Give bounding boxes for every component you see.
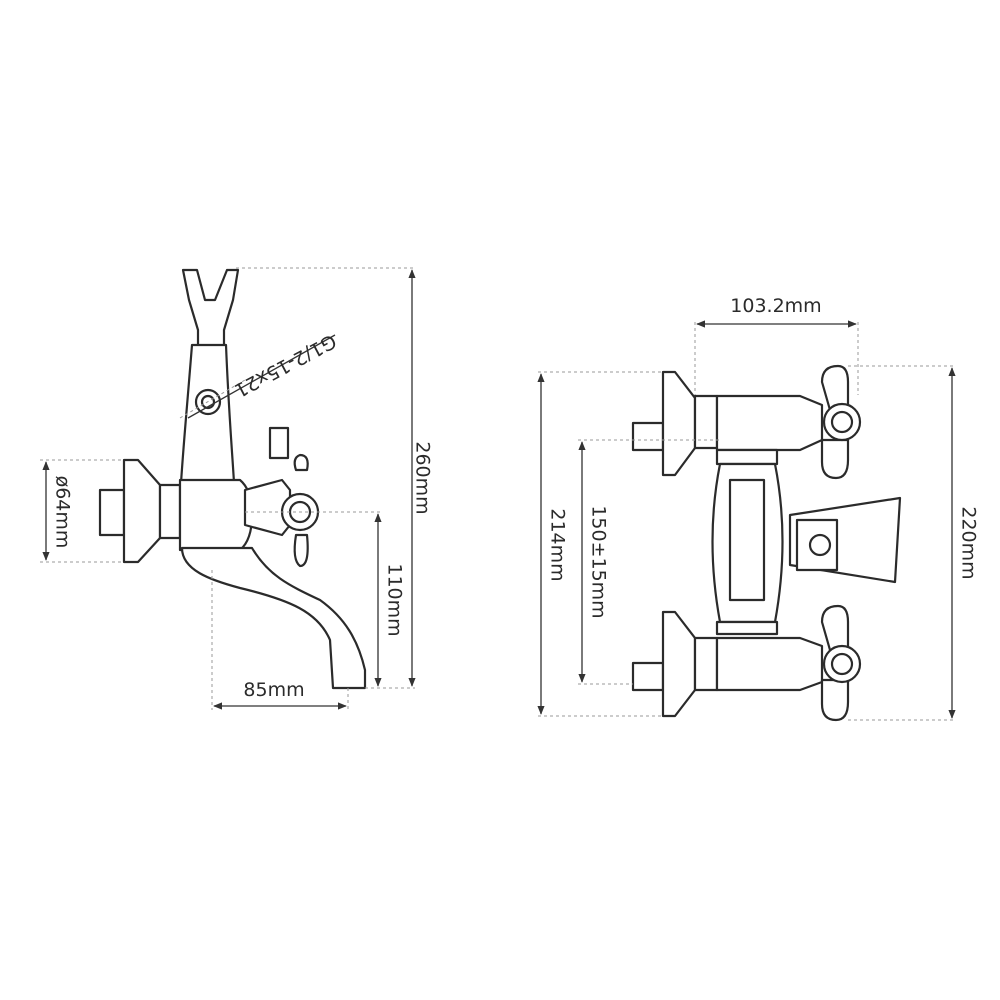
dim-label-214: 214mm [547, 508, 569, 581]
spout [180, 546, 367, 690]
dim-span-214: 214mm [537, 373, 569, 715]
dim-centers-150: 150±15mm [578, 441, 610, 683]
dim-height-220: 220mm [948, 367, 980, 719]
wall-flange [98, 458, 182, 564]
bottom-connector [631, 604, 862, 722]
shower-hook [181, 268, 240, 362]
dim-label-110: 110mm [384, 563, 406, 636]
diverter-body [711, 462, 902, 636]
dim-height-260: 260mm [408, 269, 434, 687]
dim-handle-spacing: 103.2mm [696, 295, 857, 328]
dim-flange-64: ø64mm [42, 461, 74, 561]
dim-label-thread: G1/2-15x21 [231, 329, 340, 401]
dim-spout-height-110: 110mm [374, 513, 406, 687]
dim-label-85: 85mm [243, 679, 304, 701]
dim-label-64: ø64mm [52, 476, 74, 549]
dim-label-150: 150±15mm [588, 505, 610, 618]
riser-column [178, 343, 237, 502]
cross-handle-side [243, 426, 320, 568]
top-connector [631, 364, 862, 480]
dim-label-220: 220mm [958, 506, 980, 579]
dim-reach-85: 85mm [213, 679, 347, 710]
valve-body [178, 478, 254, 552]
front-view: 103.2mm 220mm 214mm 150±15mm [537, 295, 980, 722]
side-view: 260mm 110mm 85mm ø64mm G1/2-15x21 [40, 267, 434, 710]
dim-label-103: 103.2mm [730, 295, 821, 317]
dim-label-260: 260mm [412, 441, 434, 514]
